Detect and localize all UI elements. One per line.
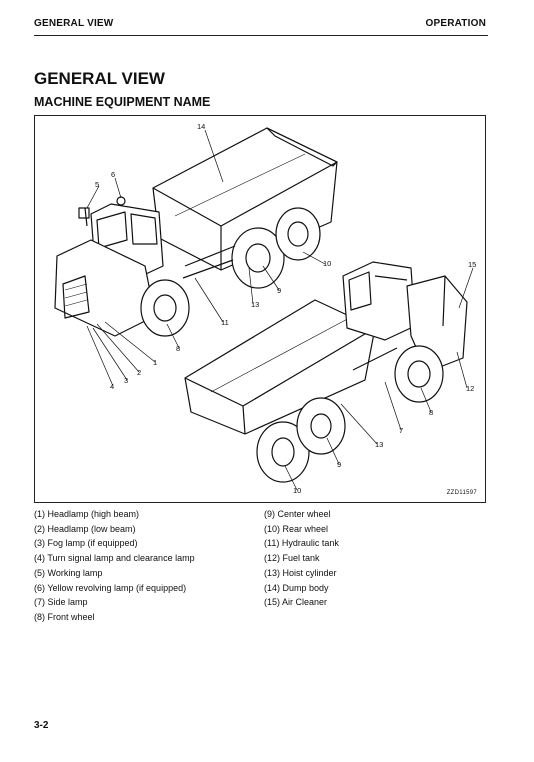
callout-5: 5 bbox=[95, 180, 100, 189]
machine-illustration: 14 6 5 15 10 9 13 11 8 1 2 3 4 12 7 13 9… bbox=[34, 115, 486, 503]
section-subtitle: MACHINE EQUIPMENT NAME bbox=[34, 95, 211, 109]
header-divider bbox=[34, 35, 488, 36]
legend-item: (8) Front wheel bbox=[34, 611, 95, 622]
legend-column-right: (9) Center wheel (10) Rear wheel (11) Hy… bbox=[264, 507, 339, 610]
legend-item: (3) Fog lamp (if equipped) bbox=[34, 538, 138, 549]
callout-2: 2 bbox=[137, 368, 142, 377]
callout-14: 14 bbox=[197, 122, 206, 131]
legend-column-left: (1) Headlamp (high beam) (2) Headlamp (l… bbox=[34, 507, 195, 625]
callout-4: 4 bbox=[110, 382, 115, 391]
legend-item: (13) Hoist cylinder bbox=[264, 567, 337, 578]
legend-item: (5) Working lamp bbox=[34, 567, 103, 578]
callout-8: 8 bbox=[176, 344, 181, 353]
figure-code: ZZD11597 bbox=[446, 490, 477, 496]
legend-item: (1) Headlamp (high beam) bbox=[34, 509, 140, 519]
legend-item: (4) Turn signal lamp and clearance lamp bbox=[34, 553, 195, 564]
callout-10b: 10 bbox=[293, 486, 302, 495]
page-number: 3-2 bbox=[34, 720, 49, 731]
running-header-section: GENERAL VIEW bbox=[34, 18, 114, 29]
legend-item: (2) Headlamp (low beam) bbox=[34, 523, 136, 534]
legend-item: (12) Fuel tank bbox=[264, 553, 320, 564]
callout-10: 10 bbox=[323, 259, 332, 268]
running-header-chapter: OPERATION bbox=[425, 18, 486, 29]
dump-truck-drawing bbox=[54, 127, 474, 491]
callout-9: 9 bbox=[277, 286, 282, 295]
callout-9b: 9 bbox=[337, 460, 342, 469]
page-title: GENERAL VIEW bbox=[34, 69, 165, 88]
callout-3: 3 bbox=[124, 376, 129, 385]
callout-12: 12 bbox=[466, 384, 475, 393]
legend-item: (11) Hydraulic tank bbox=[264, 538, 339, 549]
legend-item: (14) Dump body bbox=[264, 582, 329, 593]
legend-item: (7) Side lamp bbox=[34, 597, 88, 608]
callout-1: 1 bbox=[153, 358, 158, 367]
callout-8b: 8 bbox=[429, 408, 434, 417]
legend-item: (10) Rear wheel bbox=[264, 523, 329, 534]
legend-item: (9) Center wheel bbox=[264, 509, 331, 519]
legend-item: (15) Air Cleaner bbox=[264, 597, 328, 608]
callout-7: 7 bbox=[399, 426, 404, 435]
callout-13b: 13 bbox=[375, 440, 384, 449]
callout-11: 11 bbox=[221, 318, 229, 327]
callout-13: 13 bbox=[251, 300, 260, 309]
legend-item: (6) Yellow revolving lamp (if equipped) bbox=[34, 582, 187, 593]
callout-6: 6 bbox=[111, 170, 116, 179]
callout-15: 15 bbox=[468, 260, 477, 269]
